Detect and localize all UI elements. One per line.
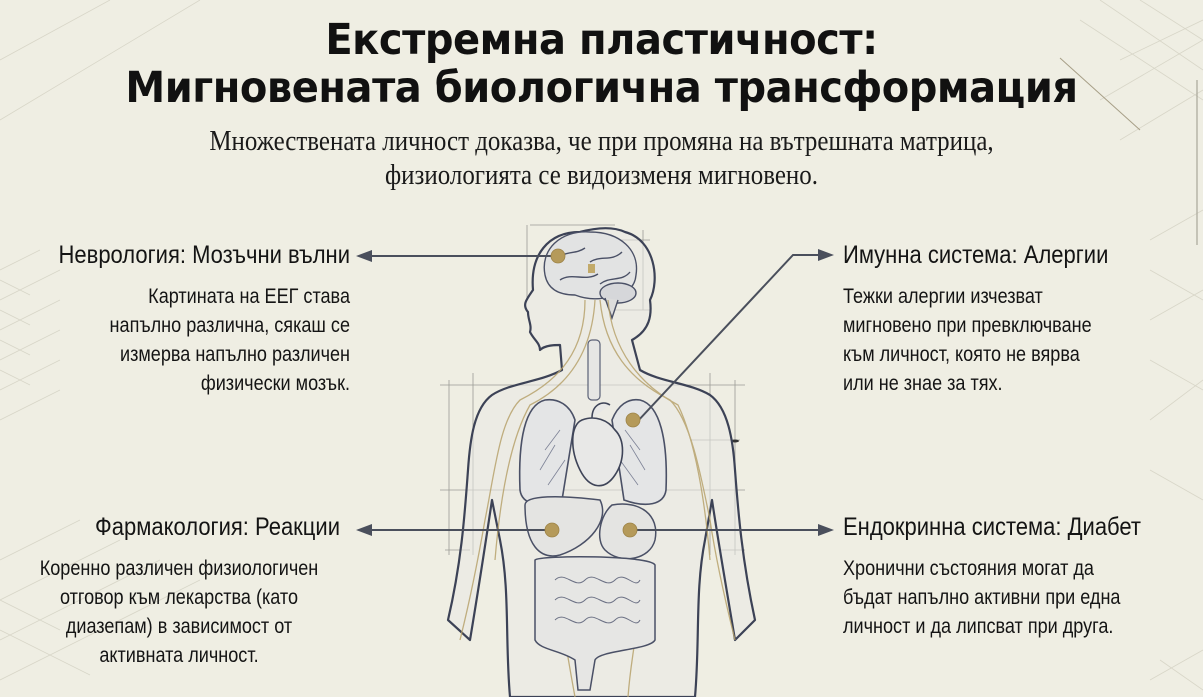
callout-body-line: към личност, която не вярва xyxy=(843,343,1080,366)
callout-body-line: Тежки алергии изчезват xyxy=(843,285,1043,308)
callout-endocrine: Ендокринна система: Диабет Хронични съст… xyxy=(843,512,1203,641)
arrowhead-left-icon xyxy=(356,524,372,536)
callout-body: Тежки алергии изчезват мигновено при пре… xyxy=(843,282,1135,398)
connector-immune xyxy=(635,254,822,424)
page-subtitle-line-2: физиологията се видоизменя мигновено. xyxy=(385,159,818,191)
arrowhead-right-icon xyxy=(818,249,834,261)
callout-heading: Ендокринна система: Диабет xyxy=(843,513,1141,541)
marker-pancreas xyxy=(622,522,638,538)
callout-body-line: измерва напълно различен xyxy=(119,343,350,366)
page-title-line-1: Екстремна пластичност: xyxy=(325,15,878,65)
callout-heading: Неврология: Мозъчни вълни xyxy=(58,241,351,269)
callout-body-line: бъдат напълно активни при една xyxy=(843,586,1121,609)
callout-pharmacology: Фармакология: Реакции Коренно различен ф… xyxy=(0,512,340,670)
marker-small-brain xyxy=(588,264,595,273)
arrowhead-left-icon xyxy=(356,250,372,262)
callout-body-line: физически мозък. xyxy=(200,372,350,395)
callout-body-line: или не знае за тях. xyxy=(843,372,1003,395)
page-subtitle-line-1: Множествената личност доказва, че при пр… xyxy=(209,125,994,157)
callout-body-line: Картината на ЕЕГ става xyxy=(148,285,350,308)
arrowhead-right-icon xyxy=(818,524,834,536)
callout-body-line: активната личност. xyxy=(99,644,259,667)
callout-body: Хронични състояния могат да бъдат напълн… xyxy=(843,554,1153,641)
callout-body: Картината на ЕЕГ става напълно различна,… xyxy=(49,282,350,398)
page-title-line-2: Мигновената биологична трансформация xyxy=(125,63,1078,113)
callout-body: Коренно различен физиологичен отговор къ… xyxy=(20,554,338,670)
marker-lung xyxy=(625,412,641,428)
callout-body-line: Коренно различен физиологичен xyxy=(39,557,319,580)
callout-neurology: Неврология: Мозъчни вълни Картината на Е… xyxy=(0,240,350,398)
callout-immune: Имунна система: Алергии Тежки алергии из… xyxy=(843,240,1183,398)
callout-heading: Фармакология: Реакции xyxy=(95,513,340,541)
callout-heading: Имунна система: Алергии xyxy=(843,241,1109,269)
callout-body-line: мигновено при превключване xyxy=(843,314,1092,337)
callout-body-line: диазепам) в зависимост от xyxy=(65,615,293,638)
callout-body-line: Хронични състояния могат да xyxy=(843,557,1094,580)
marker-brain xyxy=(550,248,566,264)
callout-body-line: напълно различна, сякаш се xyxy=(109,314,350,337)
marker-liver xyxy=(544,522,560,538)
callout-body-line: отговор към лекарства (като xyxy=(59,586,299,609)
callout-body-line: личност и да липсват при друга. xyxy=(843,615,1114,638)
